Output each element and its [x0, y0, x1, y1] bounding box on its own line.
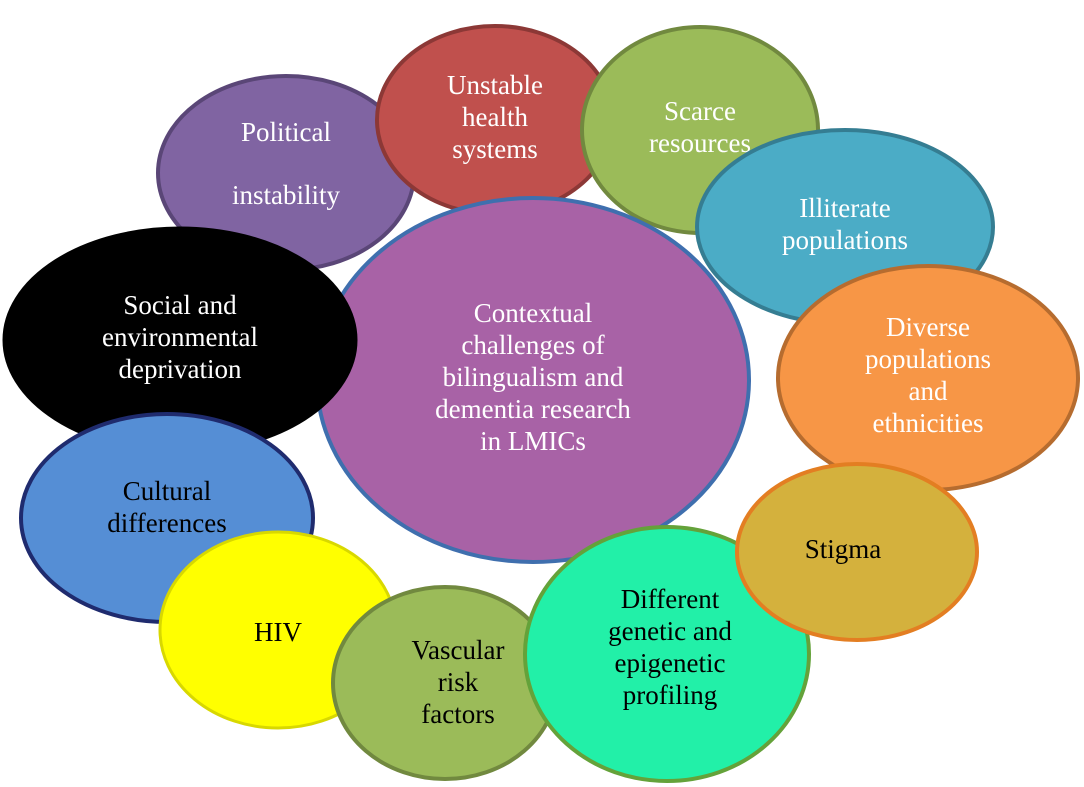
- bubble-social-deprivation-label-line: environmental: [102, 322, 258, 352]
- bubble-unstable-health-systems-label-line: systems: [452, 134, 538, 164]
- bubble-vascular-risk-factors-label-line: Vascular: [412, 635, 505, 665]
- bubble-stigma-label-line: Stigma: [805, 534, 882, 564]
- bubble-scarce-resources-label-line: Scarce: [664, 96, 736, 126]
- bubble-scarce-resources-label-line: resources: [649, 128, 751, 158]
- central-challenge-bubble-label-line: challenges of: [461, 330, 604, 360]
- central-challenge-bubble-label-line: dementia research: [435, 394, 631, 424]
- bubble-social-deprivation-label-line: Social and: [123, 290, 237, 320]
- bubble-diverse-populations-label-line: and: [909, 376, 948, 406]
- bubble-illiterate-populations-label-line: Illiterate: [799, 193, 890, 223]
- bubble-diverse-populations-label-line: ethnicities: [873, 408, 984, 438]
- bubble-genetic-profiling-label-line: genetic and: [608, 616, 732, 646]
- bubble-vascular-risk-factors-label-line: factors: [421, 699, 494, 729]
- central-challenge-bubble-label-line: in LMICs: [480, 426, 586, 456]
- bubble-genetic-profiling-shape: [523, 525, 811, 783]
- bubble-political-instability-label-line: Political: [241, 117, 331, 147]
- bubble-genetic-profiling-label-line: profiling: [623, 680, 718, 710]
- bubble-social-deprivation-label-line: deprivation: [119, 354, 242, 384]
- bubble-illiterate-populations-label-line: populations: [782, 225, 908, 255]
- central-challenge-bubble-label-line: Contextual: [474, 298, 592, 328]
- bubble-vascular-risk-factors-label-line: risk: [438, 667, 479, 697]
- bubble-unstable-health-systems-label-line: Unstable: [447, 70, 543, 100]
- bubble-diverse-populations-label-line: populations: [865, 344, 991, 374]
- bubble-cultural-differences-label-line: Cultural: [123, 476, 212, 506]
- bubble-stigma: Stigma: [735, 462, 979, 642]
- bubble-unstable-health-systems-label-line: health: [462, 102, 528, 132]
- bubble-hiv-label-line: HIV: [254, 617, 302, 647]
- bubble-stigma-shape: [735, 462, 979, 642]
- bubble-political-instability-label-line: instability: [232, 180, 341, 210]
- bubble-genetic-profiling-label-line: Different: [621, 584, 720, 614]
- central-challenge-bubble-label-line: bilingualism and: [443, 362, 624, 392]
- bubble-genetic-profiling-label-line: epigenetic: [615, 648, 726, 678]
- bubble-cultural-differences-label-line: differences: [107, 508, 226, 538]
- bubble-diverse-populations-label-line: Diverse: [886, 312, 970, 342]
